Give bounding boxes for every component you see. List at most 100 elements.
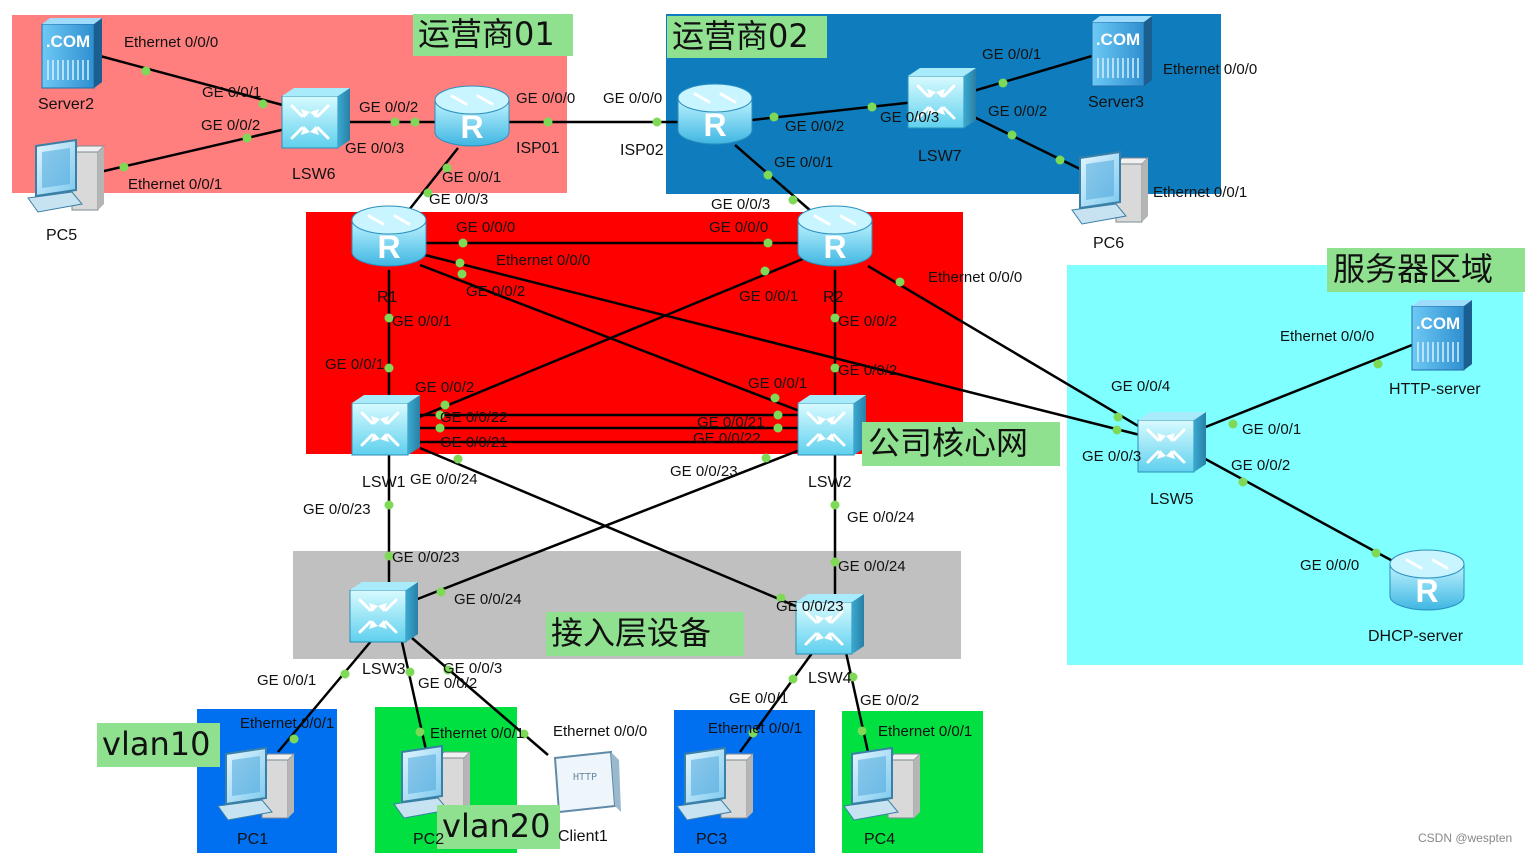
port-label: Ethernet 0/0/1 (240, 715, 334, 732)
link-dot (857, 726, 867, 736)
zone-title-core: 公司核心网 (862, 422, 1060, 466)
link-lsw7-server3 (969, 54, 1093, 94)
port-label: GE 0/0/2 (359, 99, 418, 116)
http-server-icon[interactable] (1411, 299, 1473, 371)
port-label: GE 0/0/2 (785, 118, 844, 135)
port-label: GE 0/0/1 (325, 356, 384, 373)
pc1-icon[interactable] (217, 747, 295, 821)
link-dot (384, 363, 394, 373)
port-label: GE 0/0/1 (729, 690, 788, 707)
link-dot (119, 162, 129, 172)
link-dot (830, 313, 840, 323)
link-r1-lsw5 (424, 253, 1141, 437)
label-client1: Client1 (558, 828, 608, 845)
port-label: GE 0/0/24 (410, 471, 478, 488)
r1-icon[interactable] (350, 204, 428, 268)
zone-title-vlan20: vlan20 (437, 805, 560, 849)
port-label: GE 0/0/2 (988, 103, 1047, 120)
port-label: GE 0/0/2 (1231, 457, 1290, 474)
label-lsw2: LSW2 (808, 474, 852, 491)
link-dot (1373, 359, 1383, 369)
zone-title-access: 接入层设备 (546, 612, 744, 656)
port-label: GE 0/0/0 (1300, 557, 1359, 574)
link-layer (99, 54, 1413, 756)
link-dot (830, 500, 840, 510)
label-lsw4: LSW4 (808, 670, 852, 687)
link-r1-lsw2 (419, 263, 811, 417)
r2-icon[interactable] (796, 204, 874, 268)
dhcp-server-icon[interactable] (1388, 548, 1466, 612)
link-dot (440, 400, 450, 410)
port-label: GE 0/0/22 (693, 430, 761, 447)
port-label: GE 0/0/3 (443, 660, 502, 677)
link-dot (788, 674, 798, 684)
label-http-server: HTTP-server (1389, 381, 1481, 398)
port-label: GE 0/0/24 (847, 509, 915, 526)
port-label: GE 0/0/1 (982, 46, 1041, 63)
client1-icon[interactable] (554, 751, 622, 813)
pc6-icon[interactable] (1071, 151, 1149, 225)
port-label: GE 0/0/4 (1111, 378, 1170, 395)
link-lsw1-lsw4 (419, 446, 806, 612)
link-dot (895, 277, 905, 287)
isp01-icon[interactable] (433, 84, 511, 148)
port-label: Ethernet 0/0/0 (928, 269, 1022, 286)
label-lsw3: LSW3 (362, 661, 406, 678)
link-dot (435, 410, 445, 420)
pc4-icon[interactable] (843, 747, 921, 821)
svg-text:接入层设备: 接入层设备 (551, 614, 711, 652)
label-lsw5: LSW5 (1150, 491, 1194, 508)
port-label: GE 0/0/1 (442, 169, 501, 186)
pc5-icon[interactable] (27, 139, 105, 213)
lsw1-icon[interactable] (350, 393, 422, 457)
link-dot (763, 238, 773, 248)
port-label: GE 0/0/3 (880, 109, 939, 126)
pc3-icon[interactable] (676, 747, 754, 821)
port-label: GE 0/0/3 (345, 140, 404, 157)
lsw6-icon[interactable] (280, 86, 352, 150)
port-label: GE 0/0/2 (838, 362, 897, 379)
link-dot (443, 665, 453, 675)
link-dot (773, 410, 783, 420)
lsw5-icon[interactable] (1136, 410, 1208, 474)
link-lsw2-lsw3 (414, 446, 806, 602)
port-label: GE 0/0/2 (838, 313, 897, 330)
link-dot (763, 170, 773, 180)
lsw2-icon[interactable] (796, 393, 868, 457)
label-isp02: ISP02 (620, 142, 664, 159)
link-dot (652, 117, 662, 127)
link-dot (830, 363, 840, 373)
link-dot (543, 117, 553, 127)
label-lsw7: LSW7 (918, 148, 962, 165)
link-dot (390, 117, 400, 127)
port-label: GE 0/0/1 (739, 288, 798, 305)
link-dot (457, 269, 467, 279)
port-label: GE 0/0/1 (748, 375, 807, 392)
port-label: GE 0/0/0 (516, 90, 575, 107)
port-label: Ethernet 0/0/0 (124, 34, 218, 51)
label-pc1: PC1 (237, 831, 268, 848)
link-dot (776, 593, 786, 603)
port-label: GE 0/0/1 (392, 313, 451, 330)
port-label: GE 0/0/3 (429, 191, 488, 208)
server2-icon[interactable] (41, 17, 103, 89)
port-label: GE 0/0/0 (603, 90, 662, 107)
port-label: GE 0/0/0 (709, 219, 768, 236)
link-dot (458, 238, 468, 248)
port-label: GE 0/0/2 (418, 675, 477, 692)
link-isp02-r2 (734, 144, 813, 213)
port-label: GE 0/0/2 (466, 283, 525, 300)
link-dot (867, 102, 877, 112)
link-dot (415, 727, 425, 737)
port-label: GE 0/0/22 (440, 409, 508, 426)
svg-text:运营商02: 运营商02 (672, 17, 809, 55)
isp02-icon[interactable] (676, 82, 754, 146)
server3-icon[interactable] (1091, 15, 1153, 87)
port-label: GE 0/0/21 (697, 414, 765, 431)
port-label: Ethernet 0/0/0 (1280, 328, 1374, 345)
link-dot (384, 500, 394, 510)
label-lsw6: LSW6 (292, 166, 336, 183)
label-dhcp-server: DHCP-server (1368, 628, 1464, 645)
link-isp02-lsw7 (751, 100, 916, 122)
lsw3-icon[interactable] (348, 580, 420, 644)
